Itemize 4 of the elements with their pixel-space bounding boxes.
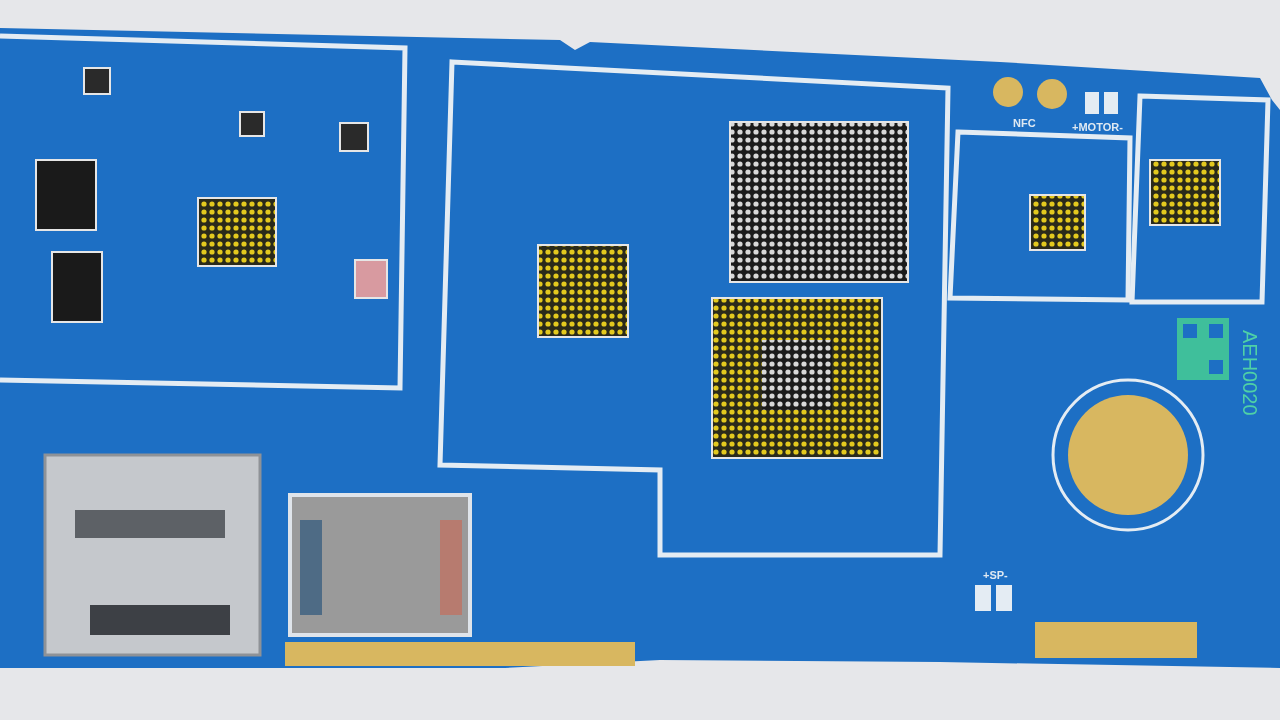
silkscreen-label: AEH0020 <box>1240 330 1260 416</box>
silkscreen-label: +SP- <box>983 570 1008 581</box>
silkscreen-label: +MOTOR- <box>1072 122 1123 133</box>
silkscreen-label: NFC <box>1013 118 1036 129</box>
